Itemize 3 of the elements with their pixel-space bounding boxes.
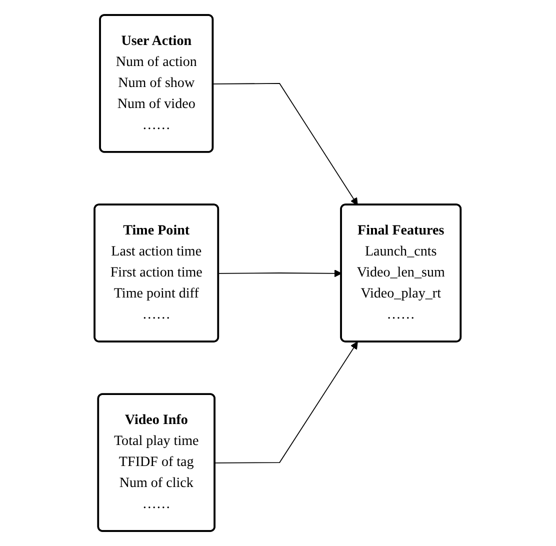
arrow — [214, 342, 358, 464]
arrow — [213, 83, 358, 206]
arrow — [218, 270, 342, 278]
